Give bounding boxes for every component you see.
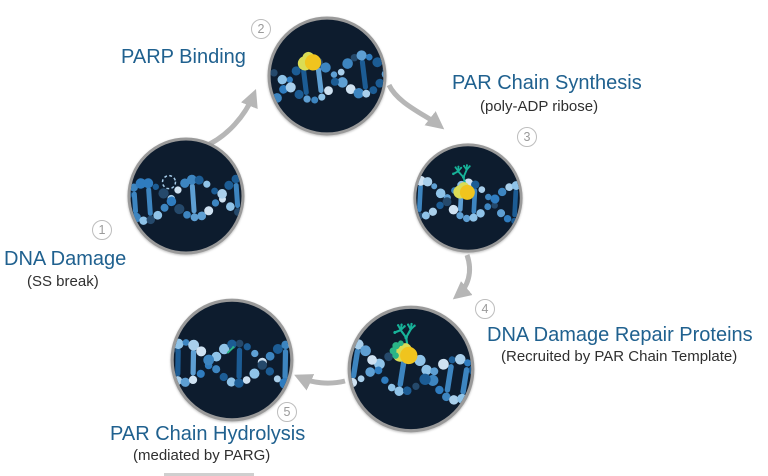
step-5-sublabel: (mediated by PARG) bbox=[133, 447, 271, 464]
dna-helix-parp-icon bbox=[266, 16, 388, 136]
arrow-step2-to-step3 bbox=[386, 83, 445, 130]
arrow-step4-to-step5 bbox=[294, 374, 346, 391]
dna-helix-break-icon bbox=[126, 137, 246, 255]
step-4-label: DNA Damage Repair Proteins bbox=[487, 324, 753, 346]
step-3-number-badge: 3 bbox=[517, 127, 537, 147]
arrow-step3-to-step4 bbox=[452, 254, 473, 300]
step-4-number-badge: 4 bbox=[475, 299, 495, 319]
dna-helix-par-chain-icon bbox=[413, 143, 523, 253]
step-2-number-badge: 2 bbox=[251, 19, 271, 39]
bottom-edge-line bbox=[164, 473, 254, 476]
step-1-number-badge: 1 bbox=[92, 220, 112, 240]
step-1-label: DNA Damage bbox=[4, 248, 127, 270]
dna-helix-repaired-icon bbox=[170, 298, 294, 422]
step-3-sublabel: (poly-ADP ribose) bbox=[480, 98, 599, 115]
step-3-label: PAR Chain Synthesis bbox=[452, 72, 642, 94]
step-5-label: PAR Chain Hydrolysis bbox=[110, 423, 306, 445]
dna-helix-repair-proteins-icon bbox=[346, 305, 476, 433]
step-4-sublabel: (Recruited by PAR Chain Template) bbox=[501, 348, 738, 365]
step-2-label: PARP Binding bbox=[121, 46, 246, 68]
step-1-sublabel: (SS break) bbox=[27, 273, 99, 290]
step-5-number-badge: 5 bbox=[277, 402, 297, 422]
